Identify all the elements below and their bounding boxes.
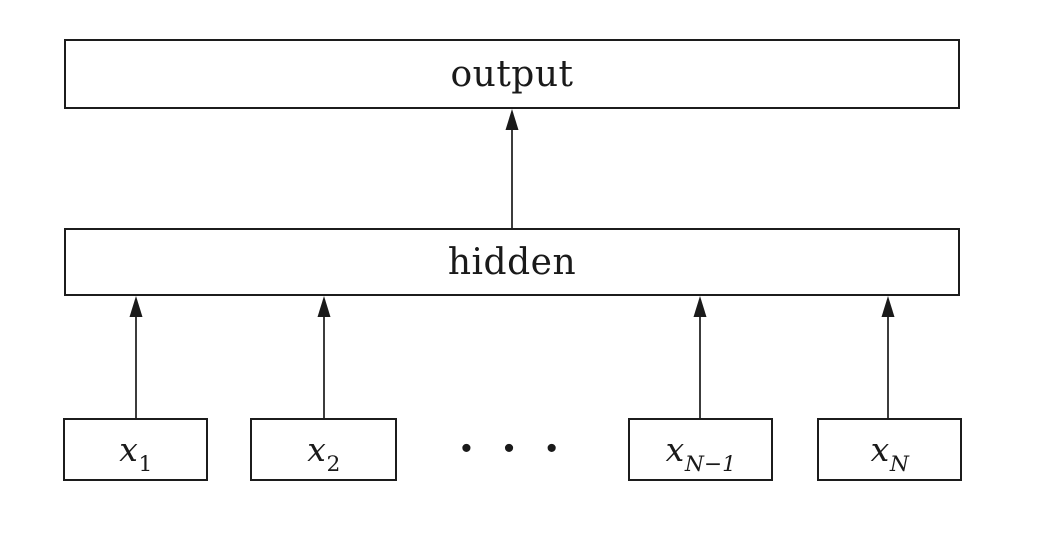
output-layer-label: output bbox=[450, 53, 574, 95]
input-box-x1: x1 bbox=[63, 418, 208, 481]
hidden-layer-box: hidden bbox=[64, 228, 960, 296]
input-box-xn: xN bbox=[817, 418, 962, 481]
arrow-xn-to-hidden bbox=[881, 296, 895, 418]
arrow-x2-to-hidden bbox=[317, 296, 331, 418]
input-label-x1: x1 bbox=[119, 430, 153, 478]
ellipsis-dots: · · · bbox=[458, 422, 566, 474]
input-label-xn: xN bbox=[870, 430, 909, 478]
output-layer-box: output bbox=[64, 39, 960, 109]
input-label-xn-minus-1: xN−1 bbox=[665, 430, 737, 478]
arrow-xn-minus-1-to-hidden bbox=[693, 296, 707, 418]
hidden-layer-label: hidden bbox=[447, 241, 577, 283]
arrow-x1-to-hidden bbox=[129, 296, 143, 418]
input-box-x2: x2 bbox=[250, 418, 397, 481]
input-box-xn-minus-1: xN−1 bbox=[628, 418, 773, 481]
arrow-hidden-to-output bbox=[505, 109, 519, 228]
input-label-x2: x2 bbox=[307, 430, 341, 478]
